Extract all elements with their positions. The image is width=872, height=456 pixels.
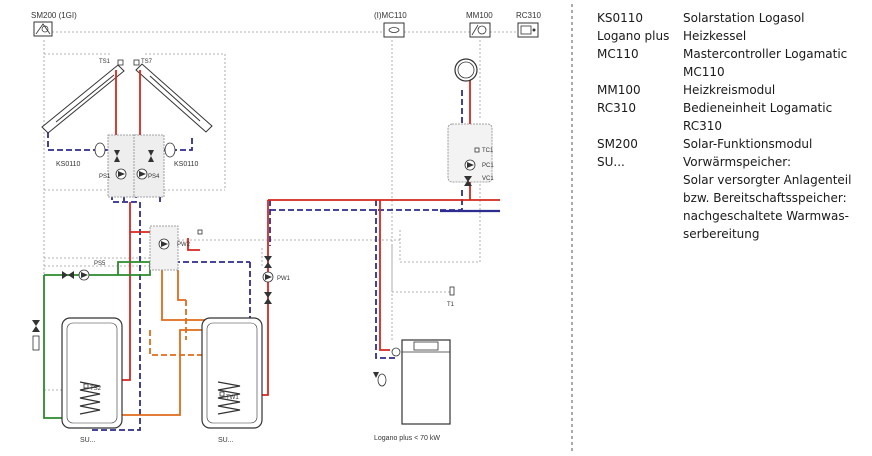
sm200-label: SM200 (1GI) [31,11,77,20]
tank-inlet-valves [32,320,40,351]
pump-ps1-label: PS1 [99,174,111,180]
legend-row: KS0110 Solarstation Logasol [597,9,869,27]
legend-term: Logano plus [597,29,670,43]
legend-description-line: RC310 [683,119,723,133]
sensor-ts1-label: TS1 [99,59,111,65]
legend-description-line: Vorwärmspeicher: [683,155,792,169]
legend-description-line: Bedieneinheit Logamatic [683,101,833,115]
mm100-label: MM100 [466,11,493,20]
mc110-label: (I)MC110 [374,11,407,20]
solar-station-left [94,134,139,198]
pump-pw1 [262,256,274,304]
sensor-tw1-label: TW1 [226,395,239,401]
legend-description-line: Mastercontroller Logamatic [683,47,848,61]
rc310-control-unit-icon [517,22,539,38]
boiler-label: Logano plus < 70 kW [374,435,440,442]
legend-term: MC110 [597,47,639,61]
legend-row: SM200 Solar-Funktionsmodul [597,135,869,153]
legend-term: KS0110 [597,11,644,25]
solar-station-left-label: KS0110 [56,161,80,168]
pump-ps4-label: PS4 [148,174,160,180]
mm100-module-icon [469,22,491,38]
legend-description-line: Heizkessel [683,29,747,43]
legend-row: SU... Vorwärmspeicher: Solar versorgter An… [597,153,869,243]
pump-pc1-label: PC1 [482,163,494,169]
boiler-valves [373,347,401,387]
legend-term: RC310 [597,101,637,115]
legend-term: MM100 [597,83,641,97]
legend-description-line: Solar-Funktionsmodul [683,137,813,151]
mc110-controller-icon [383,22,405,38]
legend-description-line: bzw. Bereitschaftsspeicher: [683,191,847,205]
sensor-tc1-label: TC1 [482,148,494,154]
orange-pipes [122,270,210,416]
valve-vc1-label: VC1 [482,176,494,182]
legend-description-line: serbereitung [683,227,760,241]
solar-collectors [41,63,213,134]
legend-description: Solar-Funktionsmodul [683,135,869,153]
legend-description-line: Heizkreismodul [683,83,776,97]
boiler [401,339,451,425]
pump-pw2-label: PW2 [177,242,191,248]
pump-ps5 [62,269,90,281]
orange-dashed-pipes [149,300,210,356]
storage-tank-right [201,317,263,429]
solar-station-right [133,134,176,198]
heating-circuit-station [447,58,493,186]
pump-pw1-label: PW1 [277,276,291,282]
legend-description: Solarstation Logasol [683,9,869,27]
legend-description-line: Solarstation Logasol [683,11,805,25]
legend-description-line: nachgeschaltete Warmwas- [683,209,849,223]
legend-term: SM200 [597,137,638,151]
legend-term: SU... [597,155,625,169]
tank-right-label: SU... [218,437,234,444]
legend-description: Heizkessel [683,27,869,45]
heat-exchanger-pw2 [149,225,179,271]
sensor-ts2-label: TS2 [90,386,102,392]
legend-description: Heizkreismodul [683,81,869,99]
pump-ps5-label: PS5 [94,261,106,267]
solar-station-right-label: KS0110 [174,161,198,168]
tank-left-label: SU... [80,437,96,444]
sm200-module-icon [33,21,53,37]
sensor-t1-label: T1 [447,302,455,308]
legend-row: Logano plus Heizkessel [597,27,869,45]
legend-description-line: MC110 [683,65,725,79]
legend-description: Vorwärmspeicher: Solar versorgter Anlagen… [683,153,869,243]
legend-description-line: Solar versorgter Anlagenteil [683,173,852,187]
legend-row: MM100 Heizkreismodul [597,81,869,99]
sensor-ts7-label: TS7 [141,59,153,65]
rc310-label: RC310 [516,11,541,20]
storage-tank-left [61,317,123,429]
sensor-markers [83,59,480,397]
